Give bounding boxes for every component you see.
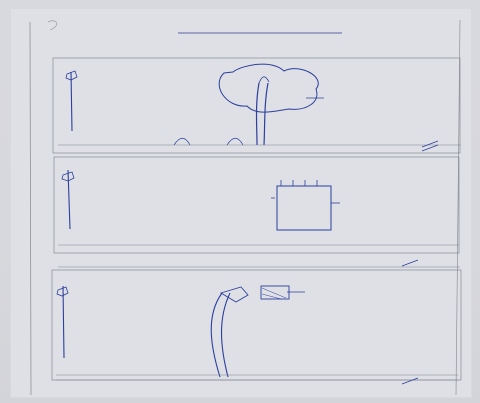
panel-1-stand-line — [70, 71, 73, 132]
ground-tuft-1 — [173, 137, 191, 146]
top-left-mark — [47, 20, 58, 31]
panel-3-top-leaf — [219, 286, 249, 303]
tree-trunk-right — [263, 82, 269, 146]
panel-3-stem-right — [220, 292, 231, 378]
panel-2-top-arrow — [421, 144, 439, 152]
panel-3-arrow — [401, 259, 419, 267]
right-margin-line — [455, 19, 461, 396]
panel-2-small-sign — [61, 171, 75, 182]
footer-arrow — [401, 377, 419, 385]
tree-trunk-left — [255, 82, 260, 146]
panel-2-border — [53, 156, 460, 254]
panel-3-stand-line — [62, 285, 65, 359]
panel-1-arrow — [421, 140, 439, 148]
panel-3-small-sign — [56, 286, 69, 297]
panel-1-border — [52, 57, 461, 154]
panel-1-small-sign — [65, 70, 78, 81]
frame-box — [276, 185, 332, 231]
ground-tuft-2 — [226, 137, 244, 146]
panel-3-box — [260, 285, 290, 300]
panel-3-stem-left — [210, 292, 223, 378]
tree-fork — [258, 76, 270, 84]
panel-3-border — [51, 269, 462, 381]
paper-sheet — [10, 8, 472, 398]
panel-2-stand-line — [67, 169, 71, 230]
panel-3-box-hatch — [261, 287, 287, 300]
left-margin-line — [29, 21, 32, 396]
tree-canopy — [218, 63, 319, 113]
